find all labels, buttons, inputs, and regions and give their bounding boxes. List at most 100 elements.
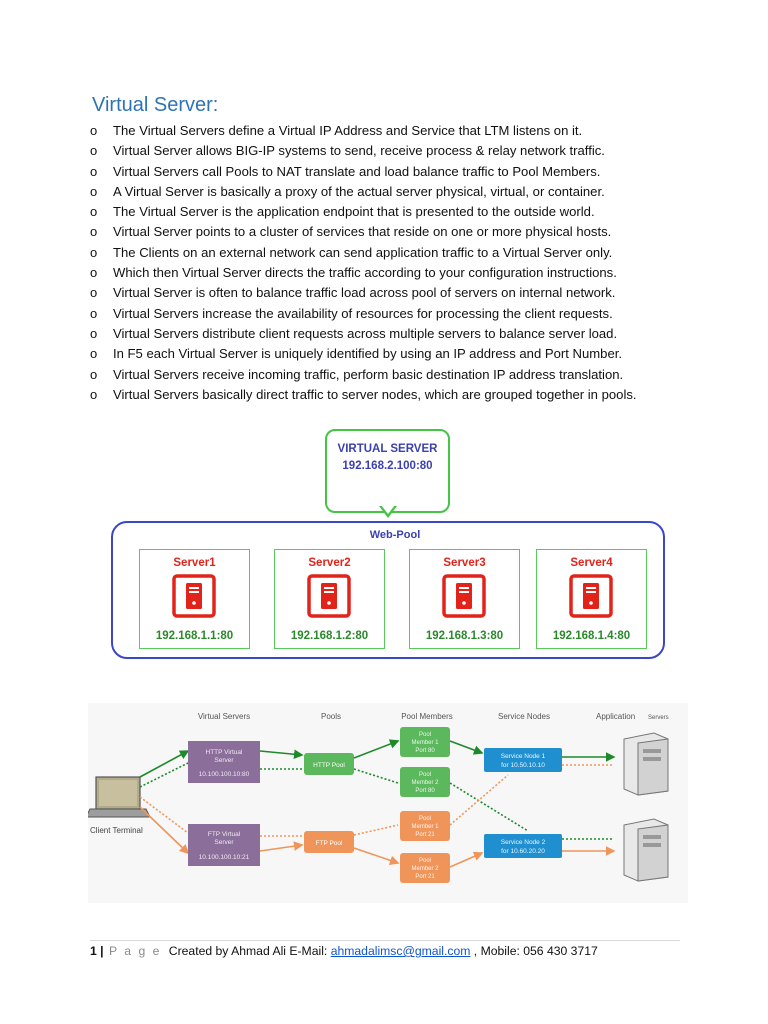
bullet-item: o Virtual Servers basically direct traffi… [90, 385, 730, 405]
bullet-item: o Virtual Servers distribute client reque… [90, 324, 730, 344]
bullet-item: o Virtual Server points to a cluster of s… [90, 222, 730, 242]
header-application: Application [596, 712, 635, 721]
server-icon [172, 574, 216, 618]
bullet-item: o A Virtual Server is basically a proxy o… [90, 182, 730, 202]
header-servers: Servers [648, 715, 669, 721]
laptop-icon [88, 776, 151, 818]
bubble-tail-inner [381, 505, 395, 514]
server-name: Server2 [308, 557, 351, 569]
pm2-line3: Port 80 [415, 788, 435, 794]
virtual-server-bubble [325, 429, 450, 513]
http-pool-label: HTTP Pool [313, 762, 345, 769]
bullet-marker: o [90, 183, 98, 199]
pm1-line3: Port 80 [415, 748, 435, 754]
server-icon [442, 574, 486, 618]
bullet-text: Virtual Server is often to balance traff… [113, 285, 616, 301]
bullet-marker: o [90, 285, 98, 301]
bullet-marker: o [90, 305, 98, 321]
bullet-marker: o [90, 224, 98, 240]
ftp-vs-line1: FTP Virtual [208, 831, 241, 838]
pm3-line3: Port 21 [415, 832, 435, 838]
server-name: Server1 [173, 557, 216, 569]
bullet-list: o The Virtual Servers define a Virtual IP… [90, 121, 730, 405]
server-card: Server1 192.168.1.1:80 [139, 549, 250, 649]
virtual-server-ip: 192.168.2.100:80 [342, 460, 433, 472]
pm2-line1: Pool [419, 772, 431, 778]
server-card: Server2 192.168.1.2:80 [274, 549, 385, 649]
bullet-marker: o [90, 325, 98, 341]
footer-divider [90, 940, 680, 941]
ftp-vs-line2: Server [214, 839, 234, 846]
pm4-line2: Member 2 [411, 866, 439, 872]
page-footer: 1 | P a g e Created by Ahmad Ali E-Mail:… [90, 944, 598, 958]
http-vs-line1: HTTP Virtual [206, 749, 244, 756]
sn1-line2: for 10.50.10.10 [501, 762, 545, 769]
bullet-marker: o [90, 204, 98, 220]
pm1-line1: Pool [419, 732, 431, 738]
bullet-marker: o [90, 265, 98, 281]
bullet-item: o Virtual Server is often to balance traf… [90, 283, 730, 303]
server-ip: 192.168.1.1:80 [155, 630, 234, 642]
ftp-virtual-server-box [188, 824, 260, 866]
pm1-line2: Member 1 [411, 740, 439, 746]
bullet-text: Virtual Server points to a cluster of se… [113, 224, 612, 240]
header-pools: Pools [321, 712, 341, 721]
pm4-line1: Pool [419, 858, 431, 864]
server-card: Server3 192.168.1.3:80 [409, 549, 520, 649]
bullet-text: Virtual Servers basically direct traffic… [113, 386, 637, 402]
bullet-marker: o [90, 163, 98, 179]
pm2-line2: Member 2 [411, 780, 439, 786]
service-node-1 [484, 748, 562, 772]
bullet-text: Virtual Servers increase the availabilit… [113, 305, 613, 321]
page-number: 1 [90, 944, 97, 958]
bullet-marker: o [90, 386, 98, 402]
page-word: P a g e [108, 944, 162, 958]
ftp-vs-line3: 10.100.100.10:21 [199, 854, 250, 861]
service-node-2 [484, 834, 562, 858]
bullet-text: The Virtual Server is the application en… [113, 204, 595, 220]
web-pool-box [111, 521, 665, 659]
email-link[interactable]: ahmadalimsc@gmail.com [330, 944, 471, 958]
client-terminal-label: Client Terminal [90, 826, 143, 835]
bullet-item: o The Virtual Server is the application e… [90, 202, 730, 222]
bullet-item: o The Virtual Servers define a Virtual IP… [90, 121, 730, 141]
http-vs-line3: 10.100.100.10:80 [199, 771, 250, 778]
server-ip: 192.168.1.4:80 [552, 630, 631, 642]
bullet-marker: o [90, 123, 98, 138]
page-heading: Virtual Server: [92, 94, 219, 116]
bullet-text: Virtual Servers distribute client reques… [113, 325, 618, 341]
diagram-background [88, 703, 688, 903]
bullet-text: In F5 each Virtual Server is uniquely id… [113, 346, 623, 362]
ftp-pool-label: FTP Pool [316, 840, 344, 847]
sn1-line1: Service Node 1 [501, 753, 546, 760]
http-virtual-server-box [188, 741, 260, 783]
bullet-marker: o [90, 143, 98, 159]
ftp-pool-box [304, 831, 354, 853]
virtual-server-title: VIRTUAL SERVER [337, 443, 438, 455]
bullet-text: The Clients on an external network can s… [113, 244, 613, 260]
application-server-icon [623, 818, 669, 882]
bullet-item: o Virtual Servers call Pools to NAT trans… [90, 162, 730, 182]
bullet-text: Virtual Servers receive incoming traffic… [113, 366, 624, 382]
bullet-text: The Virtual Servers define a Virtual IP … [113, 123, 583, 138]
http-vs-line2: Server [214, 757, 234, 764]
bullet-text: A Virtual Server is basically a proxy of… [113, 183, 605, 199]
server-name: Server3 [443, 557, 486, 569]
pm3-line2: Member 1 [411, 824, 439, 830]
bullet-item: o Virtual Servers increase the availabili… [90, 304, 730, 324]
sn2-line1: Service Node 2 [501, 839, 546, 846]
web-pool-label: Web-Pool [369, 529, 421, 541]
http-pool-box [304, 753, 354, 775]
footer-mobile: , Mobile: 056 430 3717 [473, 944, 598, 958]
bullet-text: Virtual Servers call Pools to NAT transl… [113, 163, 601, 179]
footer-credit: Created by Ahmad Ali E-Mail: [168, 944, 328, 958]
server-icon [569, 574, 613, 618]
traffic-flow-diagram: Virtual Servers Pools Pool Members Servi… [88, 703, 688, 903]
header-service-nodes: Service Nodes [498, 712, 550, 721]
server-name: Server4 [570, 557, 613, 569]
